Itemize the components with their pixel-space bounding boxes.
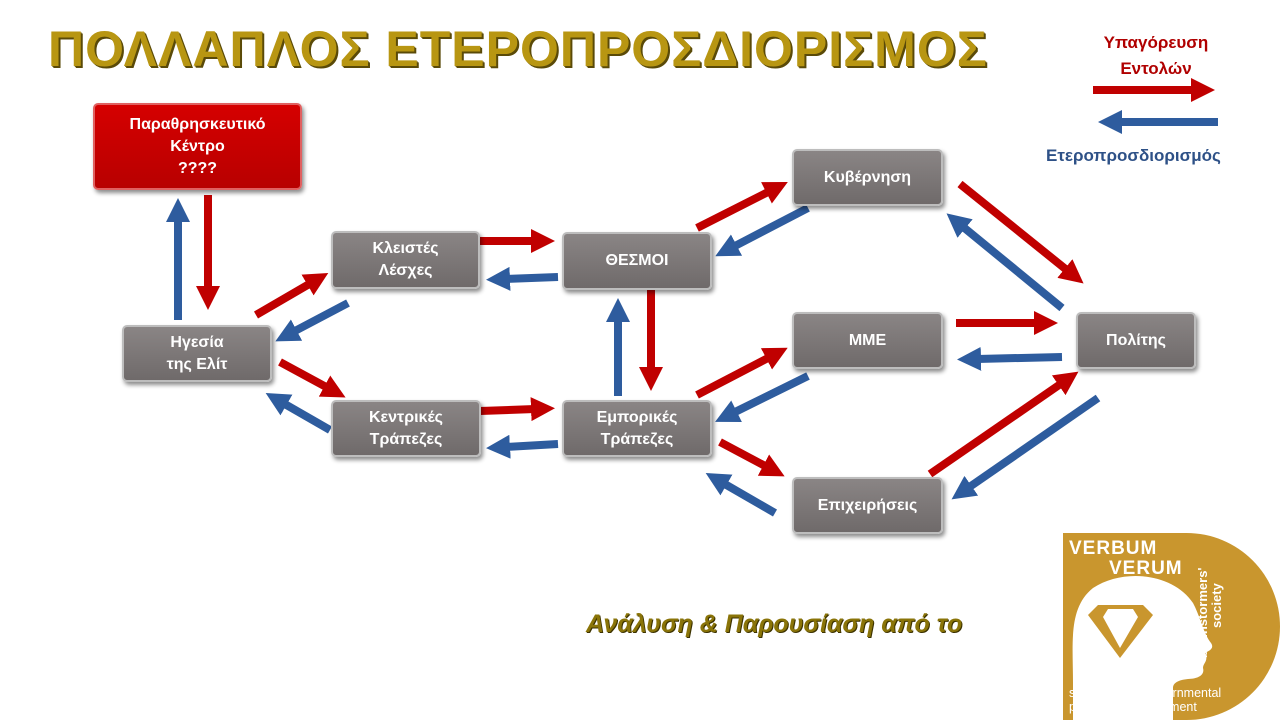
logo-tagline: sophisticated governmental programs deve… bbox=[1069, 686, 1221, 714]
command-arrow bbox=[278, 358, 346, 398]
command-arrow bbox=[695, 347, 788, 399]
node-label: της Ελίτ bbox=[166, 355, 228, 373]
node-media: ΜΜΕ bbox=[792, 312, 943, 369]
node-label: Εμπορικές bbox=[596, 408, 678, 426]
logo-vertical-text: brainstormers' society bbox=[1195, 567, 1224, 658]
node-institutions: ΘΕΣΜΟΙ bbox=[562, 232, 712, 290]
command-arrow bbox=[927, 371, 1079, 478]
determination-arrow bbox=[705, 473, 777, 517]
node-label: Πολίτης bbox=[1106, 331, 1166, 349]
node-label: ΜΜΕ bbox=[848, 331, 887, 349]
node-elite-leadership: Ηγεσία της Ελίτ bbox=[122, 325, 272, 382]
node-businesses: Επιχειρήσεις bbox=[792, 477, 943, 534]
command-arrow bbox=[479, 397, 555, 422]
node-label: Τράπεζες bbox=[369, 430, 443, 448]
page-title: ΠΟΛΛΑΠΛΟΣ ΕΤΕΡΟΠΡΟΣΔΙΟΡΙΣΜΟΣ bbox=[48, 21, 988, 77]
node-government: Κυβέρνηση bbox=[792, 149, 943, 206]
node-label: ΘΕΣΜΟΙ bbox=[605, 252, 669, 269]
legend-command: Υπαγόρευση Εντολών bbox=[1086, 30, 1226, 82]
credit-text: Ανάλυση & Παρουσίαση από το bbox=[586, 610, 963, 638]
verbum-verum-logo: VERBUM VERUM brainstormers' society soph… bbox=[1063, 533, 1280, 720]
determination-arrow bbox=[715, 372, 810, 422]
node-label: Παραθρησκευτικό bbox=[129, 115, 266, 133]
logo-line1: VERBUM bbox=[1069, 538, 1158, 559]
legend-determination: Ετεροπροσδιορισμός bbox=[1046, 146, 1221, 165]
command-arrow bbox=[957, 180, 1084, 284]
determination-arrow bbox=[275, 299, 350, 342]
legend-command-line2: Εντολών bbox=[1120, 59, 1192, 78]
node-label: Κυβέρνηση bbox=[823, 168, 912, 186]
logo-tagline-line1: sophisticated governmental bbox=[1069, 686, 1222, 700]
determination-arrow bbox=[951, 394, 1101, 500]
determination-arrow bbox=[715, 204, 810, 257]
node-citizen: Πολίτης bbox=[1076, 312, 1196, 369]
command-arrow bbox=[253, 272, 329, 319]
node-label: Κέντρο bbox=[170, 137, 225, 155]
determination-arrow bbox=[486, 266, 559, 291]
node-label: Κεντρικές bbox=[369, 408, 443, 426]
determination-arrow bbox=[265, 393, 332, 434]
determination-arrow bbox=[957, 346, 1063, 371]
command-arrow bbox=[695, 181, 788, 232]
head-silhouette-icon bbox=[1072, 576, 1213, 720]
node-label: Κλειστές bbox=[372, 240, 439, 257]
logo-vertical-line1: brainstormers' bbox=[1195, 567, 1210, 658]
logo-line2: VERUM bbox=[1109, 558, 1183, 579]
logo-vertical-line2: society bbox=[1209, 583, 1224, 628]
node-label: Ηγεσία bbox=[170, 333, 224, 351]
node-label: Λέσχες bbox=[378, 262, 433, 279]
determination-arrow bbox=[486, 434, 559, 459]
node-label: ???? bbox=[177, 159, 218, 177]
node-label: Επιχειρήσεις bbox=[817, 496, 918, 514]
logo-tagline-line2: programs development bbox=[1069, 700, 1197, 714]
command-arrow bbox=[718, 438, 785, 477]
node-label: Τράπεζες bbox=[600, 430, 674, 448]
determination-arrow bbox=[946, 213, 1065, 312]
legend-command-line1: Υπαγόρευση bbox=[1103, 33, 1209, 52]
